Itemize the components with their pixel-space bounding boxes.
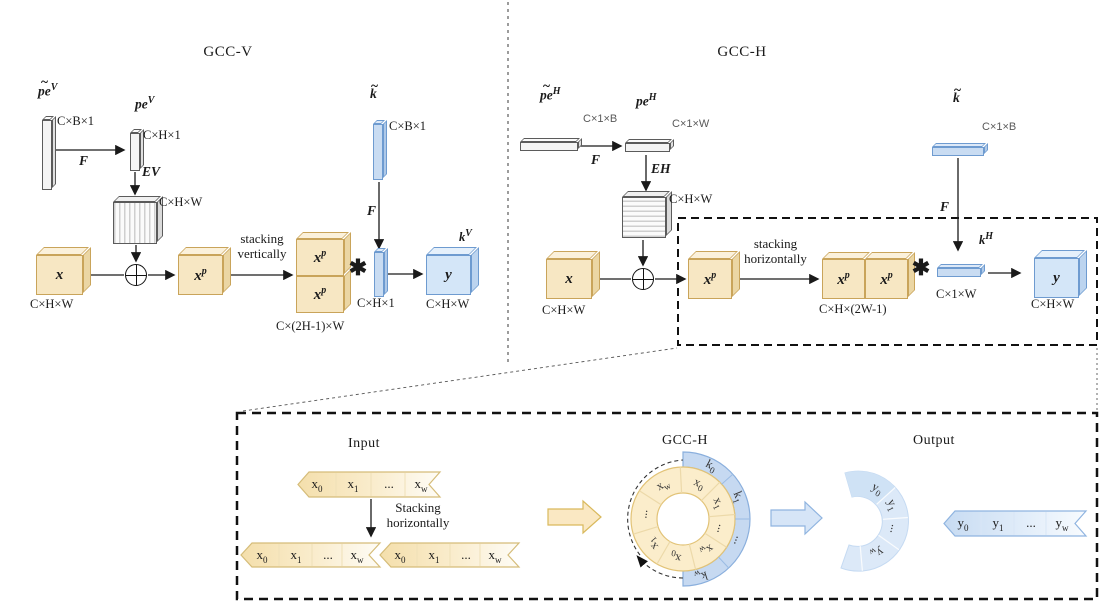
pev-source-dim: C×B×1: [57, 114, 95, 128]
peh-source-bar: [520, 142, 578, 151]
ev-expand-label: EV: [142, 164, 161, 179]
k-source-bar-v: [373, 124, 383, 180]
f-label-kv: F: [367, 203, 377, 218]
xp-tensor-v: xp: [178, 255, 223, 295]
peh-source-label: ~peH: [540, 78, 561, 103]
stacked-ribbon-separators: [278, 544, 481, 566]
f-label-kh: F: [940, 199, 950, 214]
gcch-title: GCC-H: [717, 44, 767, 60]
stacked-xp-top-v: xp: [296, 239, 344, 276]
x-dim-v: C×H×W: [30, 297, 74, 311]
k-source-label-v: ~k: [370, 78, 379, 101]
stacked-cell: x0: [394, 547, 406, 565]
stacked-cell: x0: [256, 547, 268, 565]
input-cell: x0: [311, 476, 323, 494]
ring-segment-separators: [633, 467, 735, 570]
output-ribbon-separators: [980, 512, 1047, 535]
pev-dest-bar: [130, 133, 140, 171]
gccv-title: GCC-V: [203, 44, 253, 60]
k-dest-dim-h: C×1×W: [936, 287, 977, 301]
stacked-cell: x1: [428, 547, 440, 565]
stacked-dim-v: C×(2H-1)×W: [276, 319, 345, 333]
output-title: Output: [913, 433, 955, 448]
output-cell: y1: [992, 515, 1004, 533]
k-dest-bar-v: [374, 252, 384, 297]
output-arc-first-segment: [845, 471, 896, 505]
add-operator-v: [125, 264, 147, 286]
kv-kernel-label: kV: [459, 228, 472, 245]
rotation-dashed-arc: [627, 459, 684, 556]
add-operator-h: [632, 268, 654, 290]
pev-grid-tensor: [113, 202, 157, 244]
peh-grid-tensor: [622, 197, 666, 238]
pev-source-bar: [42, 120, 52, 190]
peh-dest-label: peH: [636, 92, 657, 109]
y-dim-v: C×H×W: [426, 297, 470, 311]
gcch-circle-title: GCC-H: [661, 433, 709, 448]
peh-dest-bar: [625, 143, 670, 152]
detail-dashed-box: [235, 411, 1099, 601]
peh-dest-dim: C×1×W: [672, 118, 710, 130]
f-label-pev: F: [79, 153, 89, 168]
k-source-dim-v: C×B×1: [389, 119, 427, 133]
stacked-dim-h: C×H×(2W-1): [819, 302, 887, 316]
x-dim-h: C×H×W: [542, 303, 586, 317]
x-tensor-h: x: [546, 259, 592, 299]
peh-grid-dim: C×H×W: [669, 192, 713, 206]
output-ribbon: [943, 510, 1088, 537]
output-arc-separators: [859, 487, 908, 571]
k-source-bar-h: [932, 147, 984, 156]
pev-source-label: ~peV: [38, 74, 58, 99]
k-dest-bar-h: [937, 268, 981, 277]
k-dest-dim-v: C×H×1: [357, 296, 395, 310]
stacked-xp-bottom-v: xp: [296, 276, 344, 313]
peh-source-dim: C×1×B: [583, 113, 618, 125]
y-tensor-v: y: [426, 255, 471, 295]
stacked-cell: x1: [290, 547, 302, 565]
xp-tensor-h: xp: [688, 259, 732, 299]
k-source-dim-h: C×1×B: [982, 121, 1017, 133]
x-tensor-v: x: [36, 255, 83, 295]
input-cell: xw: [414, 476, 428, 494]
input-cell: x1: [347, 476, 359, 494]
stacked-ribbon-seg1: [240, 542, 382, 568]
block-arrow-input-to-gcch: [547, 499, 602, 535]
pev-dest-dim: C×H×1: [143, 128, 181, 142]
ring-inner-hole: [656, 492, 710, 546]
stacked-cell: ...: [461, 547, 471, 563]
kernel-arc-separators: [718, 473, 750, 569]
f-label-peh: F: [591, 152, 601, 167]
circular-conv-operator-v: ✱: [348, 255, 368, 280]
input-cell: ...: [384, 476, 394, 492]
stacked-cell: xw: [488, 547, 502, 565]
zoom-connector-left: [242, 347, 678, 412]
stacked-cell: ...: [323, 547, 333, 563]
stacked-cell: xw: [350, 547, 364, 565]
block-arrow-gcch-to-output: [770, 500, 823, 536]
stacked-xp-right-h: xp: [865, 259, 908, 299]
kh-kernel-label: kH: [979, 231, 994, 248]
eh-expand-label: EH: [651, 161, 671, 176]
circular-conv-operator-h: ✱: [911, 255, 931, 280]
pev-grid-dim: C×H×W: [159, 195, 203, 209]
k-source-label-h: ~k: [953, 82, 962, 105]
pev-dest-label: peV: [135, 95, 155, 112]
output-cell: ...: [1026, 515, 1036, 531]
y-dim-h: C×H×W: [1031, 297, 1075, 311]
input-ribbon-separators: [335, 473, 406, 496]
output-cell: y0: [957, 515, 969, 533]
stacked-xp-left-h: xp: [822, 259, 865, 299]
y-tensor-h: y: [1034, 258, 1079, 298]
ring-cell: ...: [635, 508, 651, 520]
output-cell: yw: [1055, 515, 1069, 533]
input-title: Input: [347, 436, 381, 451]
